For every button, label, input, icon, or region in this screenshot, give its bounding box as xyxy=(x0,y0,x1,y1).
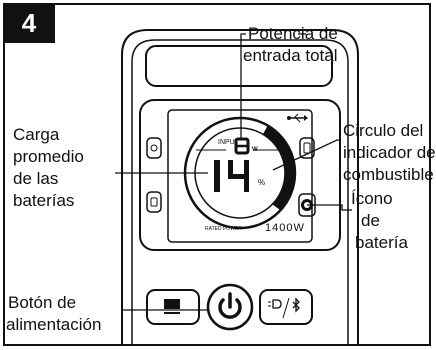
display-rated-power-value: 1400W xyxy=(265,222,305,234)
display-input-unit: W xyxy=(252,147,258,153)
fuel-gauge-filled-arc xyxy=(263,125,295,210)
outlet-icon xyxy=(164,299,180,314)
label-power-button-1: Botón de xyxy=(8,293,77,312)
label-battery-icon-1: Ícono xyxy=(351,189,393,208)
label-fuel-gauge-3: combustible xyxy=(343,165,434,184)
charge-digits xyxy=(214,160,249,192)
leader-input-power xyxy=(240,33,246,138)
right-button-housing xyxy=(259,289,313,325)
label-total-input-power-2: entrada total xyxy=(243,46,338,65)
left-top-port-icon xyxy=(146,137,162,159)
label-average-charge-3: de las xyxy=(13,169,59,188)
label-battery-icon-3: batería xyxy=(355,233,408,252)
display-screen xyxy=(167,109,313,243)
label-fuel-gauge-2: indicador de xyxy=(343,143,436,162)
label-battery-icon-2: de xyxy=(361,211,380,230)
power-icon xyxy=(218,292,242,319)
step-number-badge: 4 xyxy=(3,3,55,43)
leader-fuel-gauge xyxy=(272,139,341,171)
figure-frame xyxy=(3,3,431,346)
power-button-ring xyxy=(206,283,254,331)
display-rated-power-label: RATED POWER xyxy=(205,226,242,232)
label-power-button-2: alimentación xyxy=(6,315,102,334)
handle-slot xyxy=(145,45,333,87)
input-value-digit xyxy=(234,137,250,155)
leader-battery-icon xyxy=(307,204,352,211)
display-panel xyxy=(139,99,341,251)
light-bluetooth-icon xyxy=(268,297,300,319)
left-bottom-port-icon xyxy=(146,191,162,213)
label-average-charge-2: promedio xyxy=(13,147,84,166)
label-average-charge-4: baterías xyxy=(13,191,75,210)
fuel-gauge-inner-ring xyxy=(194,127,286,219)
device-inner-body xyxy=(131,39,349,346)
display-input-label: INPUT xyxy=(218,139,239,146)
left-button-housing xyxy=(146,289,200,325)
usb-icon xyxy=(287,113,308,123)
label-average-charge-1: Carga xyxy=(13,125,60,144)
display-charge-unit: % xyxy=(258,178,266,187)
right-top-port-icon xyxy=(299,137,315,159)
label-total-input-power-1: Potencia de xyxy=(248,24,338,43)
device-body xyxy=(121,29,359,346)
label-fuel-gauge-1: Circulo del xyxy=(343,121,424,140)
